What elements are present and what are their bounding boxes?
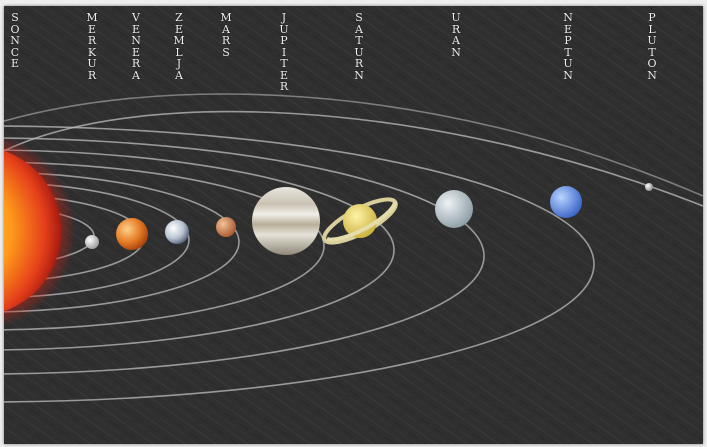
- label-letter: J: [176, 57, 182, 70]
- label-letter: M: [220, 11, 232, 24]
- label-letter: A: [222, 22, 230, 36]
- label-letter: P: [648, 11, 656, 24]
- label-letter: E: [174, 22, 184, 36]
- label-letter: E: [131, 22, 141, 36]
- label-letter: T: [280, 57, 288, 70]
- label-letter: A: [175, 68, 183, 82]
- label-letter: L: [175, 45, 183, 59]
- label-letter: S: [355, 11, 363, 24]
- label-letter: E: [87, 22, 97, 36]
- label-letter: E: [131, 45, 141, 59]
- orbit-pluton: [4, 110, 703, 207]
- label-letter: R: [131, 57, 141, 70]
- label-letter: U: [563, 57, 573, 70]
- label-letter: R: [451, 22, 461, 36]
- orbit-jupiter: [4, 161, 325, 331]
- label-letter: U: [87, 57, 97, 70]
- label-letter: R: [279, 80, 289, 93]
- saturn: [322, 197, 398, 245]
- mars: [216, 217, 236, 237]
- orbit-saturn: [4, 149, 395, 351]
- pluton: [645, 183, 653, 191]
- label-letter: P: [564, 34, 572, 47]
- label-letter: R: [87, 34, 97, 47]
- label-letter: R: [354, 57, 364, 70]
- label-letter: N: [354, 68, 364, 82]
- orbit-uran: [4, 137, 485, 375]
- label-letter: N: [451, 45, 461, 59]
- orbit-mars: [4, 171, 240, 313]
- zemlja: [165, 220, 189, 244]
- label-letter: U: [279, 22, 289, 36]
- sonce: [4, 150, 61, 312]
- label-letter: O: [647, 57, 657, 70]
- label-letter: E: [563, 22, 573, 36]
- label-letter: L: [648, 22, 656, 36]
- label-letter: A: [452, 34, 460, 47]
- label-letter: N: [647, 68, 657, 82]
- orbit-neptun: [4, 125, 595, 403]
- label-letter: C: [10, 45, 20, 59]
- label-letter: A: [355, 22, 363, 36]
- label-letter: N: [10, 34, 20, 47]
- label-letter: N: [131, 34, 141, 47]
- label-letter: Z: [175, 11, 183, 24]
- label-letter: K: [87, 45, 97, 59]
- label-letter: A: [132, 68, 140, 82]
- label-letter: E: [10, 57, 20, 70]
- orbit-zemlja: [4, 181, 190, 299]
- label-letter: N: [563, 11, 573, 24]
- label-letter: S: [222, 45, 230, 59]
- merkur: [85, 235, 99, 249]
- label-letter: V: [132, 11, 140, 24]
- label-letter: T: [564, 45, 572, 59]
- neptun: [550, 186, 582, 218]
- orbit-pluton-outer: [4, 93, 703, 197]
- label-letter: R: [87, 68, 97, 82]
- uran: [435, 190, 473, 228]
- label-letter: M: [86, 11, 98, 24]
- label-letter: O: [10, 22, 20, 36]
- venera: [116, 218, 148, 250]
- label-letter: R: [221, 34, 231, 47]
- label-letter: S: [11, 11, 19, 24]
- label-letter: E: [279, 68, 289, 82]
- label-letter: T: [355, 34, 363, 47]
- label-letter: N: [563, 68, 573, 82]
- label-letter: U: [647, 34, 657, 47]
- label-letter: T: [648, 45, 656, 59]
- label-letter: P: [280, 34, 288, 47]
- solar-system-scene: [4, 6, 703, 444]
- label-letter: I: [281, 45, 287, 59]
- label-letter: U: [354, 45, 364, 59]
- jupiter: [252, 187, 320, 255]
- label-letter: M: [173, 34, 185, 47]
- label-letter: J: [281, 11, 287, 24]
- label-letter: U: [451, 11, 461, 24]
